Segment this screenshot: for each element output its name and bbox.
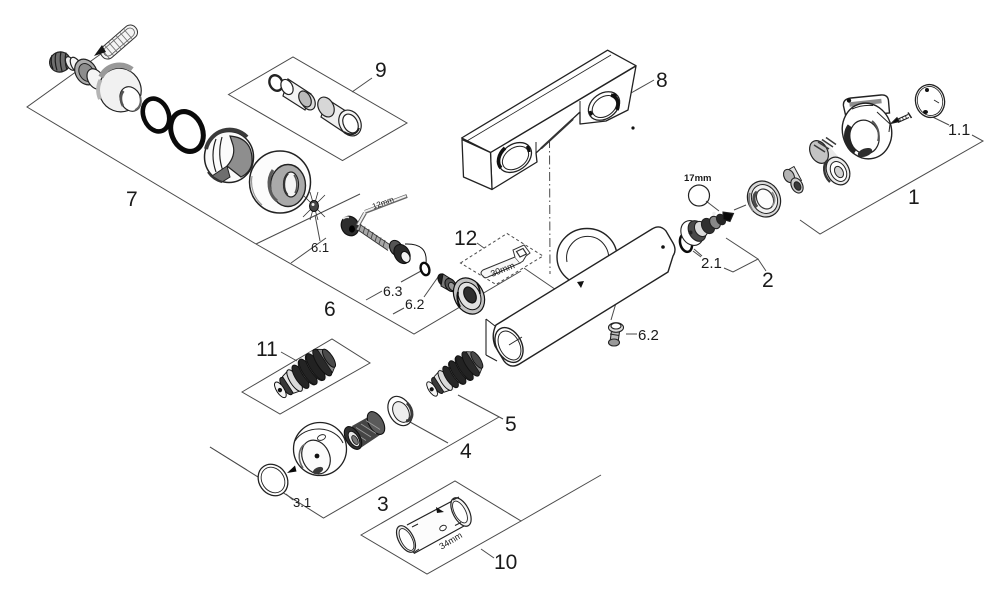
svg-text:1: 1 <box>908 186 920 209</box>
svg-text:10: 10 <box>494 551 517 574</box>
svg-text:2.1: 2.1 <box>701 255 722 272</box>
svg-text:7: 7 <box>126 188 138 211</box>
svg-text:3: 3 <box>377 493 389 516</box>
svg-text:2: 2 <box>762 269 774 292</box>
svg-text:6.1: 6.1 <box>311 240 329 255</box>
svg-text:11: 11 <box>256 338 278 361</box>
svg-text:6.3: 6.3 <box>383 283 403 299</box>
svg-text:4: 4 <box>460 440 472 463</box>
svg-text:8: 8 <box>656 69 668 92</box>
svg-text:12: 12 <box>454 227 477 250</box>
svg-text:17mm: 17mm <box>684 173 711 184</box>
svg-text:3.1: 3.1 <box>293 495 311 510</box>
svg-text:1.1: 1.1 <box>948 122 970 139</box>
svg-text:6.2: 6.2 <box>638 327 659 344</box>
svg-text:5: 5 <box>505 413 517 436</box>
svg-text:6.2: 6.2 <box>405 296 425 312</box>
svg-text:9: 9 <box>375 59 387 82</box>
svg-text:6: 6 <box>324 298 336 321</box>
